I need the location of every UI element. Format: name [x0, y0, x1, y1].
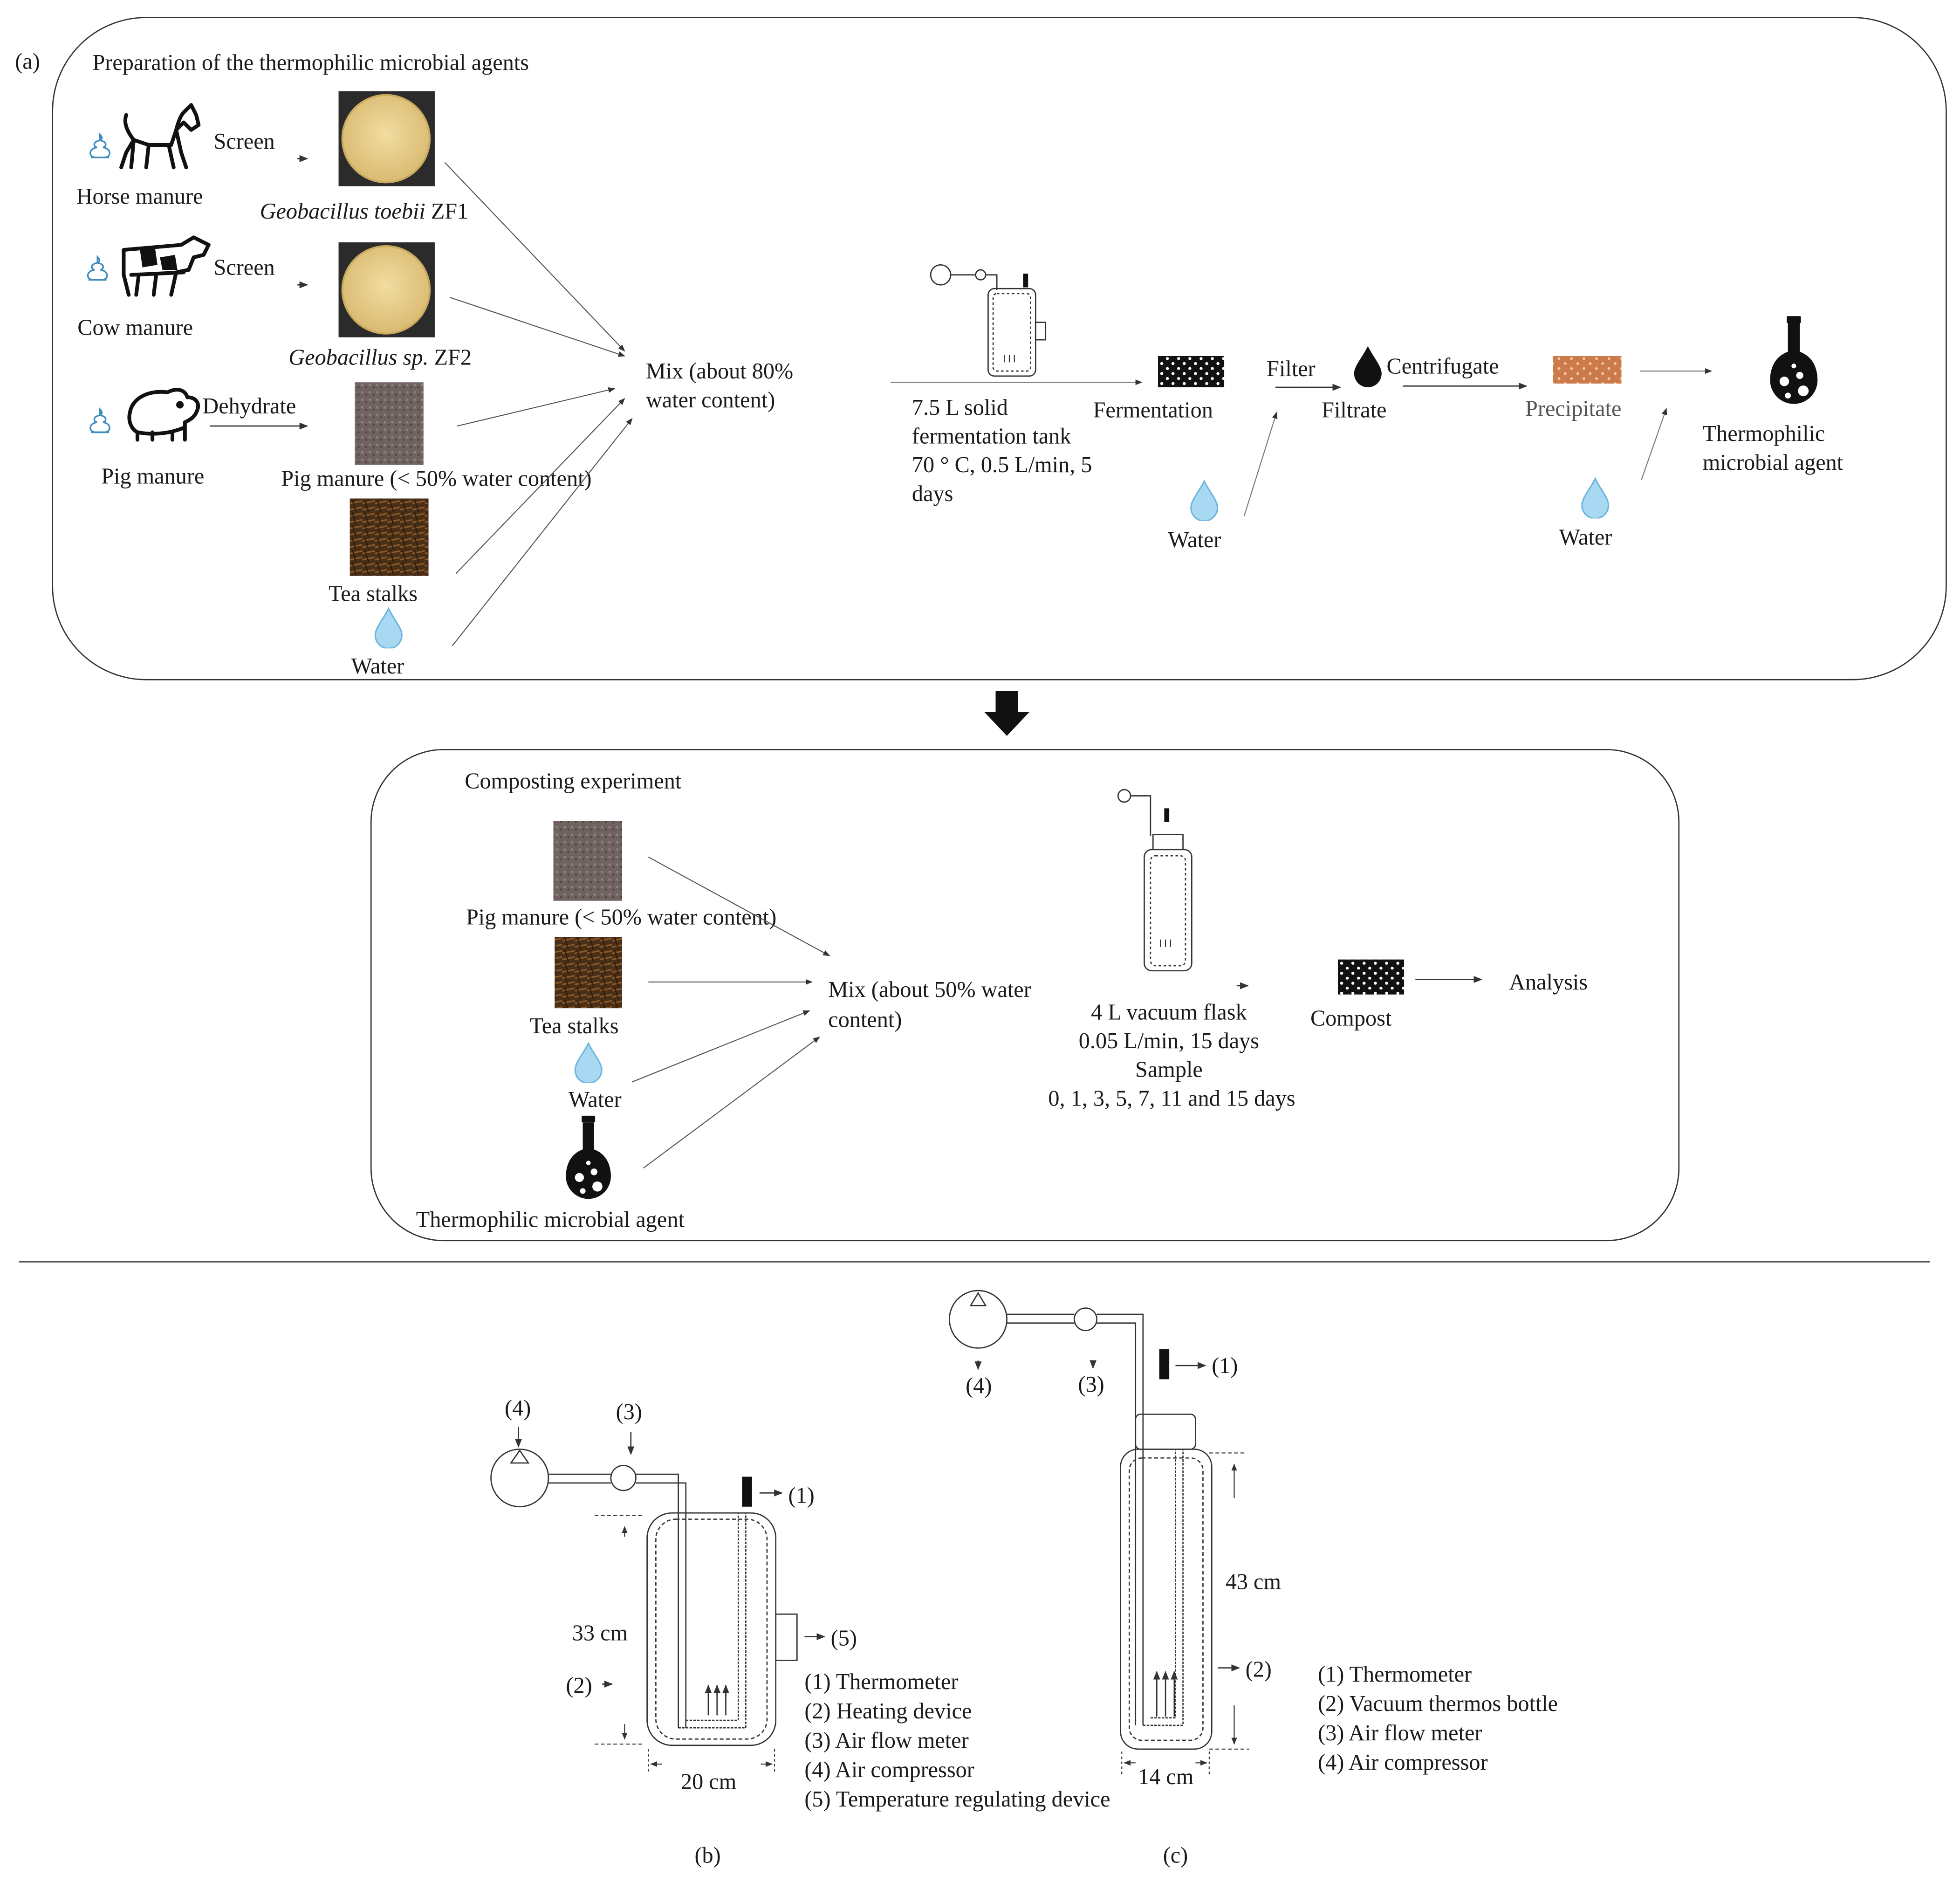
tea-stalks-label: Tea stalks — [329, 581, 418, 606]
strain-zf1: Geobacillus toebii ZF1 — [260, 199, 469, 224]
water-drop-icon — [1581, 478, 1610, 519]
water-label: Water — [351, 654, 404, 679]
water-drop-icon — [374, 608, 403, 649]
horse-manure-label: Horse manure — [76, 184, 203, 209]
analysis-label: Analysis — [1509, 970, 1588, 995]
precipitate-block — [1553, 356, 1622, 384]
panel-a-frame — [52, 17, 1947, 680]
c-callout-2: (2) — [1246, 1657, 1272, 1682]
cow-manure-label: Cow manure — [77, 315, 193, 340]
panel-c-tag: (c) — [1163, 1843, 1188, 1868]
flask-icon — [1770, 316, 1818, 404]
b-callout-3: (3) — [616, 1400, 642, 1424]
dried-pig-manure-label: Pig manure (< 50% water content) — [281, 467, 591, 491]
fermentation-label: Fermentation — [1093, 398, 1213, 422]
panel-c-arrows — [974, 1360, 1240, 1717]
comp-tea-stalks-label: Tea stalks — [530, 1014, 619, 1038]
panel-b-arrows — [515, 1427, 826, 1697]
composting-frame — [370, 749, 1680, 1242]
arrow-water-2 — [1243, 412, 1278, 516]
screen-step-2: Screen — [213, 255, 274, 280]
dried-pig-manure-image — [355, 382, 424, 465]
cow-with-manure-icon — [87, 235, 211, 297]
thermometer-b-icon — [742, 1477, 752, 1507]
arrows-to-mix-a — [444, 162, 633, 646]
panel-b-dimensions — [595, 1515, 775, 1774]
pig-manure-label: Pig manure — [101, 464, 204, 488]
panel-a-title: Preparation of the thermophilic microbia… — [92, 50, 529, 75]
c-width-label: 14 cm — [1138, 1765, 1193, 1789]
agent-a-label: Thermophilic microbial agent — [1703, 421, 1843, 475]
panel-c-dimensions — [1121, 1452, 1249, 1774]
filtrate-label: Filtrate — [1322, 398, 1386, 422]
compost-label: Compost — [1310, 1006, 1392, 1031]
pig-with-manure-icon — [89, 388, 200, 442]
fermentation-block — [1158, 356, 1225, 387]
water-drop-icon — [574, 1043, 603, 1084]
b-callout-5: (5) — [831, 1626, 857, 1650]
arrows-to-mix-b — [632, 856, 830, 1169]
water-drop-icon — [1190, 480, 1219, 521]
precipitate-label: Precipitate — [1525, 397, 1621, 421]
tank-label: 7.5 L solid fermentation tank 70 ° C, 0.… — [912, 395, 1098, 506]
flask-icon — [566, 1115, 611, 1199]
big-down-arrow — [984, 691, 1029, 736]
pig-manure-image — [553, 821, 623, 901]
comp-agent-label: Thermophilic microbial agent — [416, 1207, 685, 1232]
panel-c-apparatus — [948, 1290, 1213, 1750]
dehydrate-step: Dehydrate — [202, 394, 296, 419]
compost-block — [1337, 959, 1405, 995]
b-callout-2: (2) — [566, 1673, 592, 1698]
filtrate-drop-icon — [1354, 346, 1382, 387]
filter-label: Filter — [1267, 357, 1316, 381]
thermometer-c-icon — [1159, 1349, 1170, 1380]
vacuum-flask-icon — [1117, 789, 1192, 972]
b-legend: (1) Thermometer (2) Heating device (3) A… — [804, 1669, 1110, 1812]
b-callout-1: (1) — [788, 1484, 815, 1508]
water-2-label: Water — [1168, 528, 1221, 552]
panel-b-tag: (b) — [694, 1843, 720, 1868]
centrifugate-label: Centrifugate — [1387, 354, 1499, 378]
b-width-label: 20 cm — [681, 1770, 736, 1794]
c-callout-3: (3) — [1078, 1372, 1104, 1397]
mix-a-label: Mix (about 80% water content) — [646, 359, 799, 412]
tea-stalks-image — [350, 498, 429, 576]
panel-b-apparatus — [490, 1449, 798, 1746]
screen-step-1: Screen — [213, 129, 274, 154]
agar-plate-zf2 — [338, 242, 435, 337]
mix-b-label: Mix (about 50% water content) — [828, 977, 1037, 1032]
b-height-label: 33 cm — [572, 1621, 628, 1646]
arrow-water-3 — [1641, 408, 1667, 480]
b-callout-4: (4) — [505, 1396, 531, 1421]
water-3-label: Water — [1559, 525, 1612, 550]
c-legend: (1) Thermometer (2) Vacuum thermos bottl… — [1318, 1662, 1563, 1775]
tea-stalks-image — [555, 937, 623, 1009]
comp-pig-manure-label: Pig manure (< 50% water content) — [466, 905, 776, 930]
fermentation-tank-icon — [930, 264, 1047, 377]
c-height-label: 43 cm — [1226, 1570, 1281, 1594]
composting-title: Composting experiment — [465, 769, 682, 793]
comp-water-label: Water — [569, 1087, 622, 1112]
flask-label: 4 L vacuum flask 0.05 L/min, 15 days Sam… — [1048, 1000, 1295, 1111]
strain-zf2: Geobacillus sp. ZF2 — [288, 345, 472, 370]
agar-plate-zf1 — [338, 91, 435, 186]
horse-with-manure-icon — [89, 103, 201, 170]
panel-a-tag: (a) — [15, 49, 40, 74]
c-callout-4: (4) — [966, 1374, 992, 1398]
c-callout-1: (1) — [1212, 1353, 1238, 1378]
